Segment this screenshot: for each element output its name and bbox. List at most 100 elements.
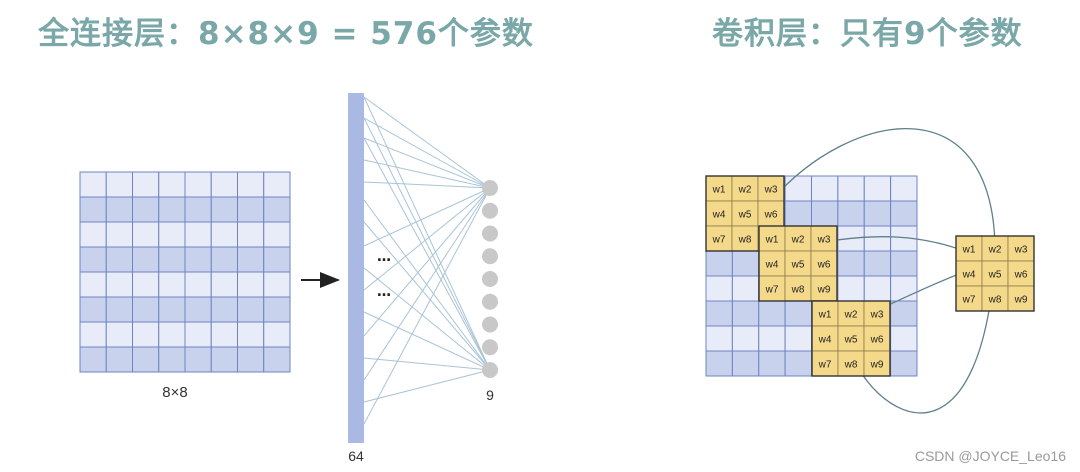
output-node — [482, 293, 498, 310]
output-node — [482, 225, 498, 242]
input-cell — [263, 246, 291, 273]
conv-grid-cell — [705, 350, 733, 377]
input-cell — [237, 296, 265, 323]
conv-grid-cell — [811, 175, 839, 202]
input-cell — [79, 321, 107, 348]
conv-grid-cell — [784, 325, 812, 352]
input-cell — [79, 221, 107, 248]
input-cell — [237, 346, 265, 373]
input-cell — [158, 296, 186, 323]
kernel-weight-w7: w7 — [818, 360, 832, 371]
input-cell — [79, 271, 107, 298]
kernel-border — [705, 175, 785, 252]
output-node — [482, 180, 498, 196]
input-cell — [263, 346, 291, 373]
kernel-cell — [811, 300, 839, 327]
kernel-weight-w2: w2 — [844, 310, 858, 321]
input-cell — [79, 346, 107, 373]
conv-grid-cell — [784, 300, 812, 327]
kernel-cell — [955, 285, 983, 312]
input-cell — [158, 346, 186, 373]
input-cell — [158, 271, 186, 298]
kernel-cell — [1007, 260, 1035, 287]
input-cell — [132, 321, 160, 348]
fc-edge — [363, 187, 491, 337]
conv-grid-cell — [705, 250, 733, 277]
conv-grid-cell — [890, 250, 918, 277]
input-cell — [105, 221, 133, 248]
input-cell — [263, 221, 291, 248]
conv-grid-cell — [758, 350, 786, 377]
input-cell — [184, 346, 212, 373]
fc-edge — [363, 96, 491, 371]
conv-grid-cell — [811, 200, 839, 227]
kernel-weight-w4: w4 — [765, 260, 779, 271]
kernel-weight-w3: w3 — [870, 310, 884, 321]
fc-edge — [363, 267, 491, 371]
conv-grid-cell — [890, 275, 918, 302]
input-cell — [184, 296, 212, 323]
fc-connections — [363, 96, 491, 425]
watermark: CSDN @JOYCE_Leo16 — [914, 448, 1066, 464]
output-node — [482, 362, 498, 378]
kernel-weight-w6: w6 — [764, 210, 778, 221]
fc-edge — [363, 369, 491, 403]
input-grid-8x8 — [79, 171, 291, 373]
fc-edge — [363, 117, 491, 189]
input-cell — [263, 171, 291, 198]
kernel-weight-w3: w3 — [764, 185, 778, 196]
kernel-weight-w7: w7 — [962, 295, 976, 306]
kernel-weight-w1: w1 — [962, 245, 976, 256]
fc-edge — [363, 159, 491, 189]
input-cell — [210, 346, 238, 373]
conv-grid-cell — [863, 175, 892, 202]
input-cell — [132, 271, 160, 298]
input-cell — [105, 271, 133, 298]
input-cell — [132, 221, 160, 248]
conv-grid-cell — [731, 325, 760, 352]
kernel-windows: w1w2w3w4w5w6w7w8w9w1w2w3w4w5w6w7w8w9w1w2… — [705, 175, 1035, 377]
conv-grid-cell — [837, 275, 865, 302]
conv-grid-cell — [731, 350, 760, 377]
conv-grid-cell — [784, 175, 812, 202]
conv-grid-cell — [705, 275, 733, 302]
kernel-weight-w5: w5 — [738, 210, 752, 221]
conv-grid-cell — [863, 275, 892, 302]
kernel-cell — [863, 325, 891, 352]
input-cell — [184, 196, 212, 223]
input-cell — [158, 246, 186, 273]
input-cell — [132, 296, 160, 323]
conv-grid-cell — [731, 250, 760, 277]
conv-layer-title: 卷积层：只有9个参数 — [712, 16, 1023, 52]
fc-edge — [363, 137, 491, 371]
fc-edge — [363, 117, 491, 371]
kernel-weight-w5: w5 — [988, 270, 1002, 281]
fc-edge — [363, 357, 491, 371]
input-cell — [237, 171, 265, 198]
kernel-cell — [757, 175, 785, 202]
conv-grid-cell — [784, 350, 812, 377]
kernel-cell — [810, 275, 838, 302]
kernel-cell — [863, 350, 891, 377]
input-cell — [210, 221, 238, 248]
input-cell — [184, 221, 212, 248]
fc-edge — [363, 96, 491, 189]
conv-grid-cell — [784, 200, 812, 227]
input-cell — [79, 171, 107, 198]
kernel-weight-w7: w7 — [712, 235, 726, 246]
input-cell — [105, 346, 133, 373]
output-node — [482, 271, 498, 287]
input-cell — [132, 346, 160, 373]
input-cell — [237, 246, 265, 273]
fc-edge — [363, 187, 491, 425]
input-cell — [263, 321, 291, 348]
input-cell — [210, 271, 238, 298]
output-node — [482, 339, 498, 356]
kernel-cell — [1007, 285, 1035, 312]
input-cell — [210, 171, 238, 198]
conv-grid-cell — [890, 175, 918, 202]
kernel-weight-w5: w5 — [844, 335, 858, 346]
kernel-weight-w8: w8 — [988, 295, 1002, 306]
input-cell — [263, 296, 291, 323]
output-node — [482, 202, 498, 219]
